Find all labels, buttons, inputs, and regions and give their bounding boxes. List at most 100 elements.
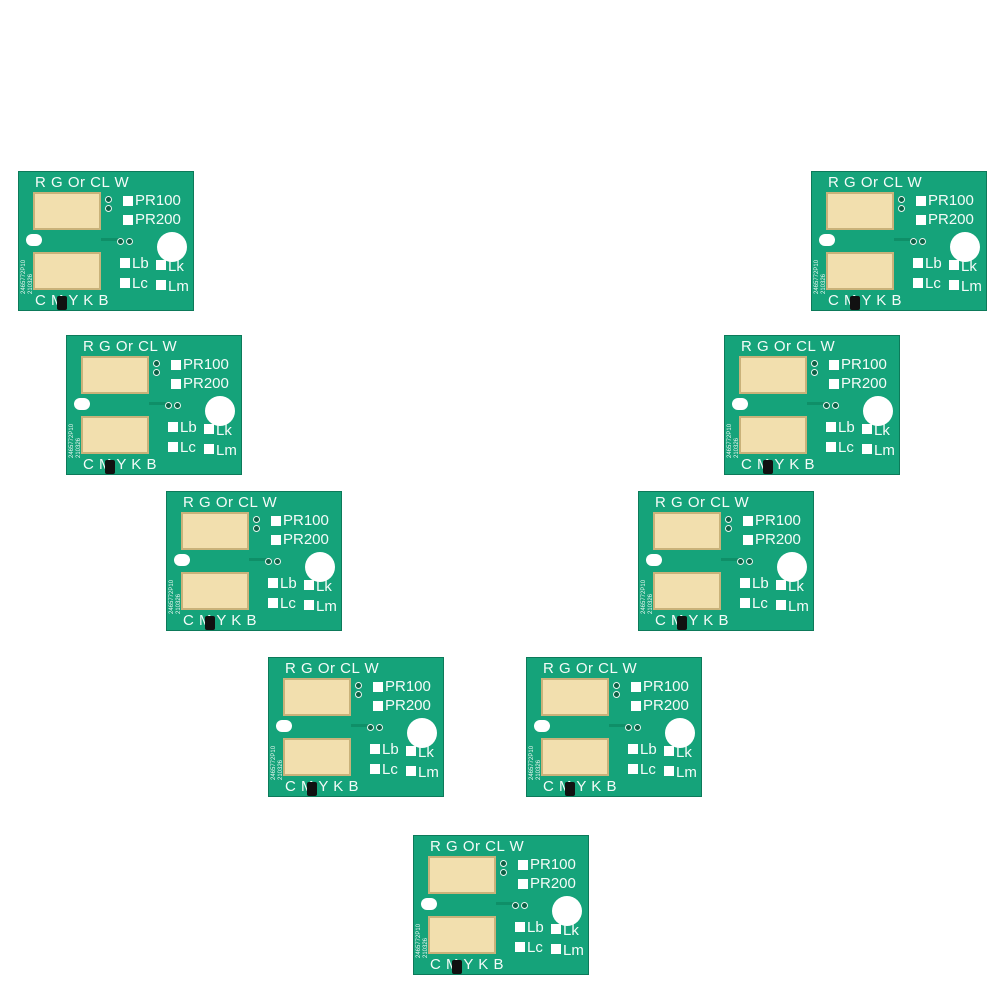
label-square [171, 360, 181, 370]
circuit-trace [149, 402, 171, 405]
label-square [829, 379, 839, 389]
lb-label: Lb [280, 575, 297, 592]
lb-label: Lb [180, 419, 197, 436]
circuit-trace [351, 724, 373, 727]
label-square [120, 278, 130, 288]
mounting-hole [205, 396, 235, 426]
bottom-color-labels: C M Y K B [285, 778, 359, 795]
label-square [740, 578, 750, 588]
mounting-hole [863, 396, 893, 426]
lc-label: Lc [280, 595, 296, 612]
circuit-trace [496, 902, 518, 905]
lc-label: Lc [180, 439, 196, 456]
circuit-trace [807, 402, 829, 405]
bottom-color-labels: C M Y K B [83, 456, 157, 473]
via [105, 196, 112, 203]
label-square [515, 922, 525, 932]
label-square [304, 600, 314, 610]
label-square [515, 942, 525, 952]
mounting-hole [305, 552, 335, 582]
circuit-trace [101, 238, 123, 241]
via [823, 402, 830, 409]
label-square [406, 746, 416, 756]
ic-chip [565, 782, 575, 796]
via [737, 558, 744, 565]
contact-pad [541, 738, 609, 776]
pr100-label: PR100 [530, 856, 576, 873]
bottom-color-labels: C M Y K B [543, 778, 617, 795]
label-square [829, 360, 839, 370]
contact-pad [653, 572, 721, 610]
via [521, 902, 528, 909]
ink-cartridge-chip: R G Or CL W PR100 PR200 Lb Lk Lc Lm C M … [166, 491, 342, 631]
label-square [123, 196, 133, 206]
contact-pad [33, 192, 101, 230]
lm-label: Lm [418, 764, 439, 781]
via [898, 205, 905, 212]
top-color-labels: R G Or CL W [83, 338, 178, 355]
label-square [916, 196, 926, 206]
label-square [171, 379, 181, 389]
via [811, 369, 818, 376]
contact-pad [33, 252, 101, 290]
label-square [518, 860, 528, 870]
via [153, 369, 160, 376]
pr200-label: PR200 [755, 531, 801, 548]
ic-chip [205, 616, 215, 630]
lk-label: Lk [216, 422, 232, 439]
label-square [268, 598, 278, 608]
label-square [743, 535, 753, 545]
label-square [740, 598, 750, 608]
contact-pad [826, 252, 894, 290]
pr200-label: PR200 [530, 875, 576, 892]
via [725, 525, 732, 532]
ink-cartridge-chip: R G Or CL W PR100 PR200 Lb Lk Lc Lm C M … [526, 657, 702, 797]
lb-label: Lb [527, 919, 544, 936]
ic-chip [677, 616, 687, 630]
via [500, 869, 507, 876]
via [174, 402, 181, 409]
lk-label: Lk [788, 578, 804, 595]
circuit-trace [609, 724, 631, 727]
via [746, 558, 753, 565]
pr200-label: PR200 [135, 211, 181, 228]
via [634, 724, 641, 731]
ic-chip [105, 460, 115, 474]
contact-pad [81, 416, 149, 454]
top-color-labels: R G Or CL W [741, 338, 836, 355]
lm-label: Lm [676, 764, 697, 781]
label-square [518, 879, 528, 889]
alignment-mark [421, 898, 437, 910]
label-square [826, 422, 836, 432]
pr100-label: PR100 [183, 356, 229, 373]
pr100-label: PR100 [283, 512, 329, 529]
alignment-mark [276, 720, 292, 732]
label-square [913, 278, 923, 288]
pr100-label: PR100 [928, 192, 974, 209]
ic-chip [763, 460, 773, 474]
lc-label: Lc [640, 761, 656, 778]
label-square [373, 701, 383, 711]
pr100-label: PR100 [755, 512, 801, 529]
circuit-trace [249, 558, 271, 561]
label-square [156, 260, 166, 270]
label-square [916, 215, 926, 225]
label-square [862, 444, 872, 454]
label-square [168, 442, 178, 452]
alignment-mark [174, 554, 190, 566]
lk-label: Lk [961, 258, 977, 275]
lm-label: Lm [874, 442, 895, 459]
lc-label: Lc [527, 939, 543, 956]
label-square [664, 766, 674, 776]
ink-cartridge-chip: R G Or CL W PR100 PR200 Lb Lk Lc Lm C M … [413, 835, 589, 975]
top-color-labels: R G Or CL W [543, 660, 638, 677]
label-square [628, 744, 638, 754]
pr200-label: PR200 [183, 375, 229, 392]
alignment-mark [534, 720, 550, 732]
lc-label: Lc [752, 595, 768, 612]
contact-pad [739, 356, 807, 394]
label-square [406, 766, 416, 776]
